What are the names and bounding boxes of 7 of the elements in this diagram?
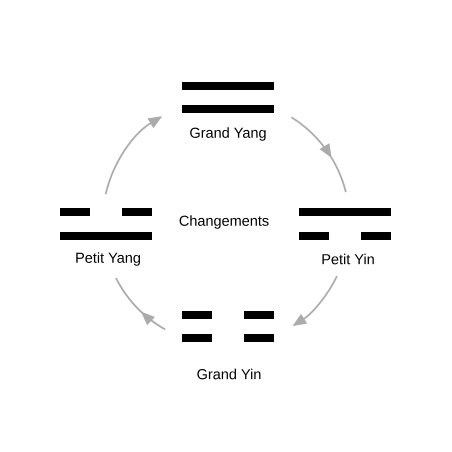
bigram-label: Petit Yang [76,252,140,266]
bigram-label: Grand Yang [190,127,266,141]
center-label: Changements [180,215,269,229]
curved-arrow [290,116,347,192]
curved-arrow [115,278,166,330]
bigram-label: Grand Yin [197,368,260,380]
bigram-label: Petit Yin [322,254,374,264]
